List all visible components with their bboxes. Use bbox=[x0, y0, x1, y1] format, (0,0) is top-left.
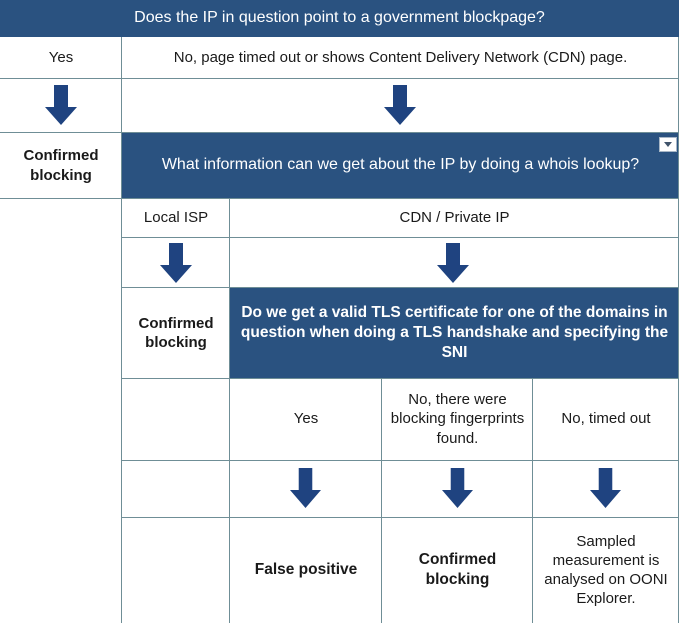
level3-answer-0: Yes bbox=[230, 378, 382, 460]
rule-h-level3-answers-bottom bbox=[122, 460, 679, 461]
rule-h-level1-answers-bottom bbox=[0, 78, 679, 79]
level1-question-text: Does the IP in question point to a gover… bbox=[134, 9, 545, 27]
level3-outcome-2: Sampled measurement is analysed on OONI … bbox=[533, 517, 679, 623]
rule-h-level2-band-bottom bbox=[0, 198, 679, 199]
level2-outcome-text: Confirmed blocking bbox=[138, 314, 214, 351]
level1-arrow-yes-down-arrow bbox=[45, 85, 77, 125]
level3-outcome-1-text: Confirmed blocking bbox=[418, 551, 497, 588]
level2-answer-left-text: Local ISP bbox=[143, 208, 209, 226]
level3-arrow-0-down-arrow bbox=[290, 468, 321, 508]
level2-answer-cdn-private-ip: CDN / Private IP bbox=[230, 198, 679, 237]
level1-question-band: Does the IP in question point to a gover… bbox=[0, 0, 679, 37]
level2-left-spacer bbox=[0, 198, 122, 623]
level3-question-band: Do we get a valid TLS certificate for on… bbox=[230, 288, 679, 378]
level3-outcome-0-text: False positive bbox=[254, 561, 358, 579]
level1-answer-yes: Yes bbox=[0, 37, 122, 78]
level2-answer-right-text: CDN / Private IP bbox=[399, 208, 510, 226]
chevron-down-icon[interactable] bbox=[659, 137, 677, 152]
level2-arrow-left-down-arrow bbox=[160, 243, 192, 283]
level1-arrow-no-down-arrow bbox=[384, 85, 416, 125]
rule-v-col1 bbox=[121, 37, 122, 623]
level1-outcome-text: Confirmed blocking bbox=[23, 147, 99, 184]
level2-arrow-right-down-arrow bbox=[437, 243, 469, 283]
level3-outcome-0: False positive bbox=[230, 517, 382, 623]
level2-question-text: What information can we get about the IP… bbox=[161, 156, 640, 174]
level1-answer-no: No, page timed out or shows Content Deli… bbox=[122, 37, 679, 78]
level2-outcome-confirmed-blocking: Confirmed blocking bbox=[122, 288, 230, 378]
level3-answer-0-text: Yes bbox=[293, 410, 319, 428]
rule-h-level1-arrows-bottom bbox=[0, 132, 679, 133]
level1-answer-no-text: No, page timed out or shows Content Deli… bbox=[173, 48, 628, 66]
rule-v-col2 bbox=[229, 198, 230, 623]
rule-h-level2-arrows-bottom bbox=[122, 287, 679, 288]
level3-question-text: Do we get a valid TLS certificate for on… bbox=[240, 304, 669, 361]
rule-h-level2-answers-bottom bbox=[122, 237, 679, 238]
level3-answer-2-text: No, timed out bbox=[561, 410, 651, 428]
level1-outcome-confirmed-blocking: Confirmed blocking bbox=[0, 133, 122, 198]
chevron-down-glyph bbox=[664, 142, 672, 147]
level3-answer-1: No, there were blocking fingerprints fou… bbox=[382, 378, 533, 460]
level3-outcome-2-text: Sampled measurement is analysed on OONI … bbox=[544, 532, 668, 608]
level2-answer-local-isp: Local ISP bbox=[122, 198, 230, 237]
level3-answer-2: No, timed out bbox=[533, 378, 679, 460]
level3-arrow-1-down-arrow bbox=[442, 468, 473, 508]
level2-question-band: What information can we get about the IP… bbox=[122, 133, 679, 198]
level3-arrow-2-down-arrow bbox=[590, 468, 621, 508]
level1-answer-yes-text: Yes bbox=[48, 48, 74, 66]
level3-outcome-1: Confirmed blocking bbox=[382, 517, 533, 623]
level3-answer-1-text: No, there were blocking fingerprints fou… bbox=[390, 391, 525, 447]
rule-h-level3-arrows-bottom bbox=[122, 517, 679, 518]
rule-h-level3-band-bottom bbox=[122, 378, 679, 379]
rule-v-col3 bbox=[381, 378, 382, 623]
rule-v-col4 bbox=[532, 378, 533, 623]
level3-left-spacer-answers bbox=[122, 378, 230, 623]
